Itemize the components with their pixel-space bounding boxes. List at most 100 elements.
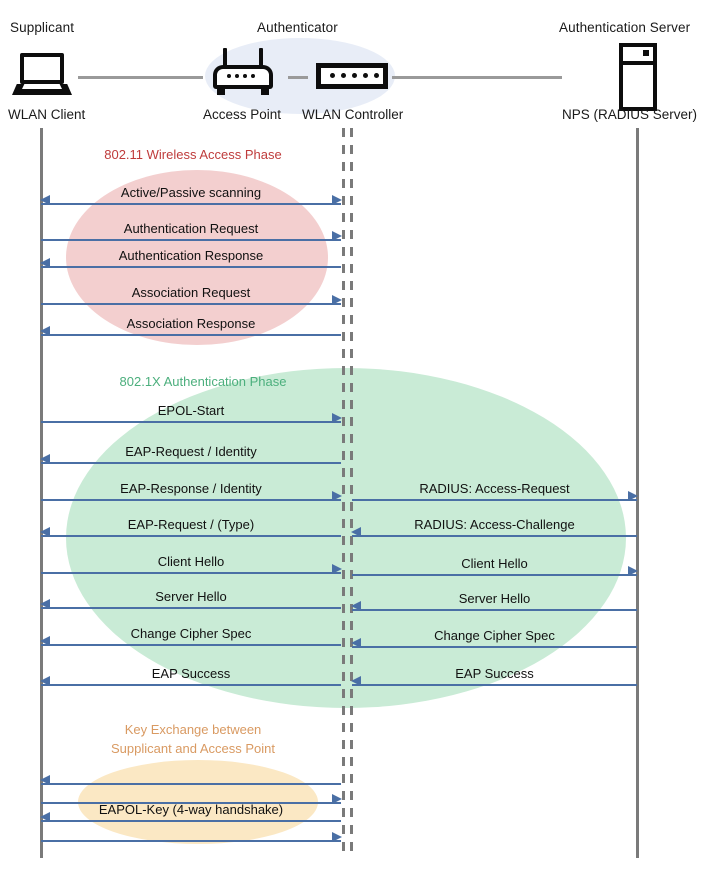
arrowhead-left [40,599,50,609]
message-left: EAP-Response / Identity [41,481,342,503]
message-left: Change Cipher Spec [40,626,341,648]
message-label: Change Cipher Spec [434,628,555,643]
message-label: Change Cipher Spec [130,626,252,641]
message-line [41,644,341,646]
arrowhead-left [351,638,361,648]
arrowhead-right [332,491,342,501]
link-client-to-ap [78,76,203,79]
message-right: RADIUS: Access-Request [352,481,638,503]
arrowhead-right [332,832,342,842]
node-label-nps-server: NPS (RADIUS Server) [562,107,698,122]
phase-caption-dot1x-auth: 802.1X Authentication Phase [119,374,287,389]
message-label: Server Hello [458,591,531,606]
message-line [41,499,341,501]
message-label: RADIUS: Access-Challenge [414,517,575,532]
laptop-icon [12,53,72,97]
message-label: Authentication Request [123,221,259,236]
message-right: Change Cipher Spec [351,628,637,650]
arrowhead-right [628,491,638,501]
message-label: EAPOL-Key (4-way handshake) [98,802,284,817]
message-line [352,646,637,648]
message-right: Server Hello [351,591,637,613]
message-label: EPOL-Start [157,403,225,418]
message-left [40,765,341,787]
server-icon [619,43,657,111]
controller-icon [316,63,388,89]
message-line [41,239,341,241]
arrowhead-right [332,564,342,574]
message-line [41,840,341,842]
message-label: EAP-Request / Identity [125,444,257,459]
message-line [41,802,341,804]
arrowhead-right [332,231,342,241]
message-label: EAP Success [455,666,534,681]
arrowhead-left [351,676,361,686]
phase-caption-key-exchange: Key Exchange between Supplicant and Acce… [88,720,298,758]
message-left: Server Hello [40,589,341,611]
phase-caption-key-exchange-line1: Key Exchange between [124,722,262,737]
message-label: Association Response [126,316,256,331]
role-title-auth-server: Authentication Server [559,20,691,35]
message-label: EAP-Request / (Type) [127,517,255,532]
arrowhead-left [40,195,50,205]
message-line [41,783,341,785]
arrowhead-left [351,601,361,611]
arrowhead-left [40,812,50,822]
lifeline-authenticator-b [350,128,353,858]
arrowhead-left [40,775,50,785]
message-right: EAP Success [351,666,637,688]
phase-caption-wireless-access: 802.11 Wireless Access Phase [104,147,282,162]
arrowhead-right [332,195,342,205]
message-left: EAP-Request / (Type) [40,517,341,539]
arrowhead-right [628,566,638,576]
message-line [41,535,341,537]
message-label: EAP Success [151,666,231,681]
message-right: Client Hello [352,556,638,578]
message-line [352,535,637,537]
message-line [41,303,341,305]
node-label-wlan-controller: WLAN Controller [302,107,404,122]
message-line [41,334,341,336]
message-label: EAP-Response / Identity [120,481,262,496]
message-left: EAP Success [40,666,341,688]
message-left [41,822,342,844]
message-label: Server Hello [155,589,227,604]
phase-blob-dot1x-auth [66,368,626,708]
message-line [41,421,341,423]
message-line [41,572,341,574]
message-label: Client Hello [157,554,225,569]
message-label: Association Request [131,285,251,300]
arrowhead-right [332,295,342,305]
message-line [352,574,637,576]
message-line [41,607,341,609]
arrowhead-left [40,527,50,537]
node-label-wlan-client: WLAN Client [8,107,86,122]
message-left: Authentication Request [41,221,342,243]
message-label: Authentication Response [118,248,264,263]
message-line [41,462,341,464]
lifeline-authenticator-a [342,128,345,858]
message-left: Client Hello [41,554,342,576]
phase-caption-key-exchange-line2: Supplicant and Access Point [110,741,276,756]
link-ctrl-to-server [392,76,562,79]
arrowhead-left [40,326,50,336]
arrowhead-left [40,258,50,268]
phase-blob-wireless-access [66,170,328,345]
message-left: Association Request [41,285,342,307]
message-line [352,499,637,501]
message-line [352,609,637,611]
role-title-authenticator: Authenticator [257,20,338,35]
message-left: EPOL-Start [41,403,342,425]
message-line [41,203,341,205]
message-line [352,684,637,686]
access-point-icon [213,48,273,96]
arrowhead-left [40,454,50,464]
message-left [41,784,342,806]
message-label: Client Hello [461,556,528,571]
message-label: Active/Passive scanning [120,185,262,200]
message-left: EAPOL-Key (4-way handshake) [40,802,341,824]
arrowhead-right [332,413,342,423]
message-line [41,684,341,686]
link-ap-to-ctrl [288,76,308,79]
